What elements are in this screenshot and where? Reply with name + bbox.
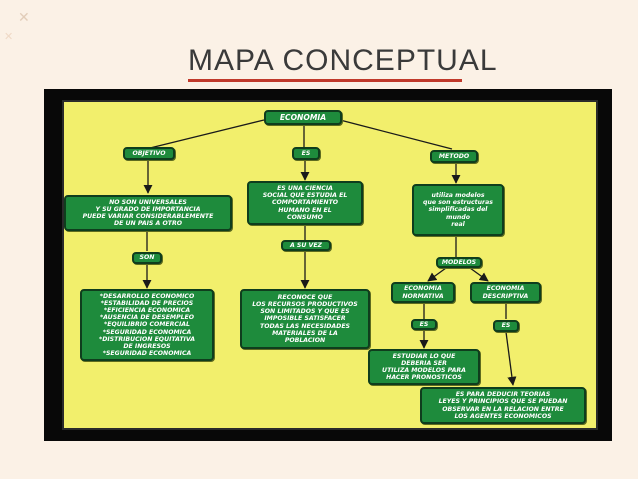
node-ciencia-social: ES UNA CIENCIA SOCIAL QUE ESTUDIA EL COM… xyxy=(247,181,363,225)
node-a-su-vez: A SU VEZ xyxy=(281,240,331,251)
node-economia-normativa: ECONOMIA NORMATIVA xyxy=(391,282,455,303)
node-modelos-text: utiliza modelos que son estructuras simp… xyxy=(412,184,504,236)
title-underline xyxy=(188,79,462,82)
node-economia: ECONOMIA xyxy=(264,110,342,125)
node-son: SON xyxy=(132,252,162,264)
node-estudiar: ESTUDIAR LO QUE DEBERIA SER UTILIZA MODE… xyxy=(368,349,480,385)
node-economia-descriptiva: ECONOMIA DESCRIPTIVA xyxy=(470,282,541,303)
node-objetivo: OBJETIVO xyxy=(123,147,175,160)
node-lista-objetivos: *DESARROLLO ECONOMICO *ESTABILIDAD DE PR… xyxy=(80,289,214,361)
node-deducir: ES PARA DEDUCIR TEORIAS LEYES Y PRINCIPI… xyxy=(420,387,586,424)
decorative-x-mark-small: ✕ xyxy=(4,30,14,43)
node-no-universales: NO SON UNIVERSALES Y SU GRADO DE IMPORTA… xyxy=(64,195,232,231)
node-es: ES xyxy=(292,147,320,160)
slide-title: MAPA CONCEPTUAL xyxy=(188,44,498,77)
decorative-x-mark: ✕ xyxy=(18,10,30,26)
node-reconoce: RECONOCE QUE LOS RECURSOS PRODUCTIVOS SO… xyxy=(240,289,370,349)
node-es-descriptiva: ES xyxy=(493,320,519,332)
node-es-normativa: ES xyxy=(411,319,437,330)
node-metodo: METODO xyxy=(430,150,478,163)
node-modelos: MODELOS xyxy=(436,257,482,268)
